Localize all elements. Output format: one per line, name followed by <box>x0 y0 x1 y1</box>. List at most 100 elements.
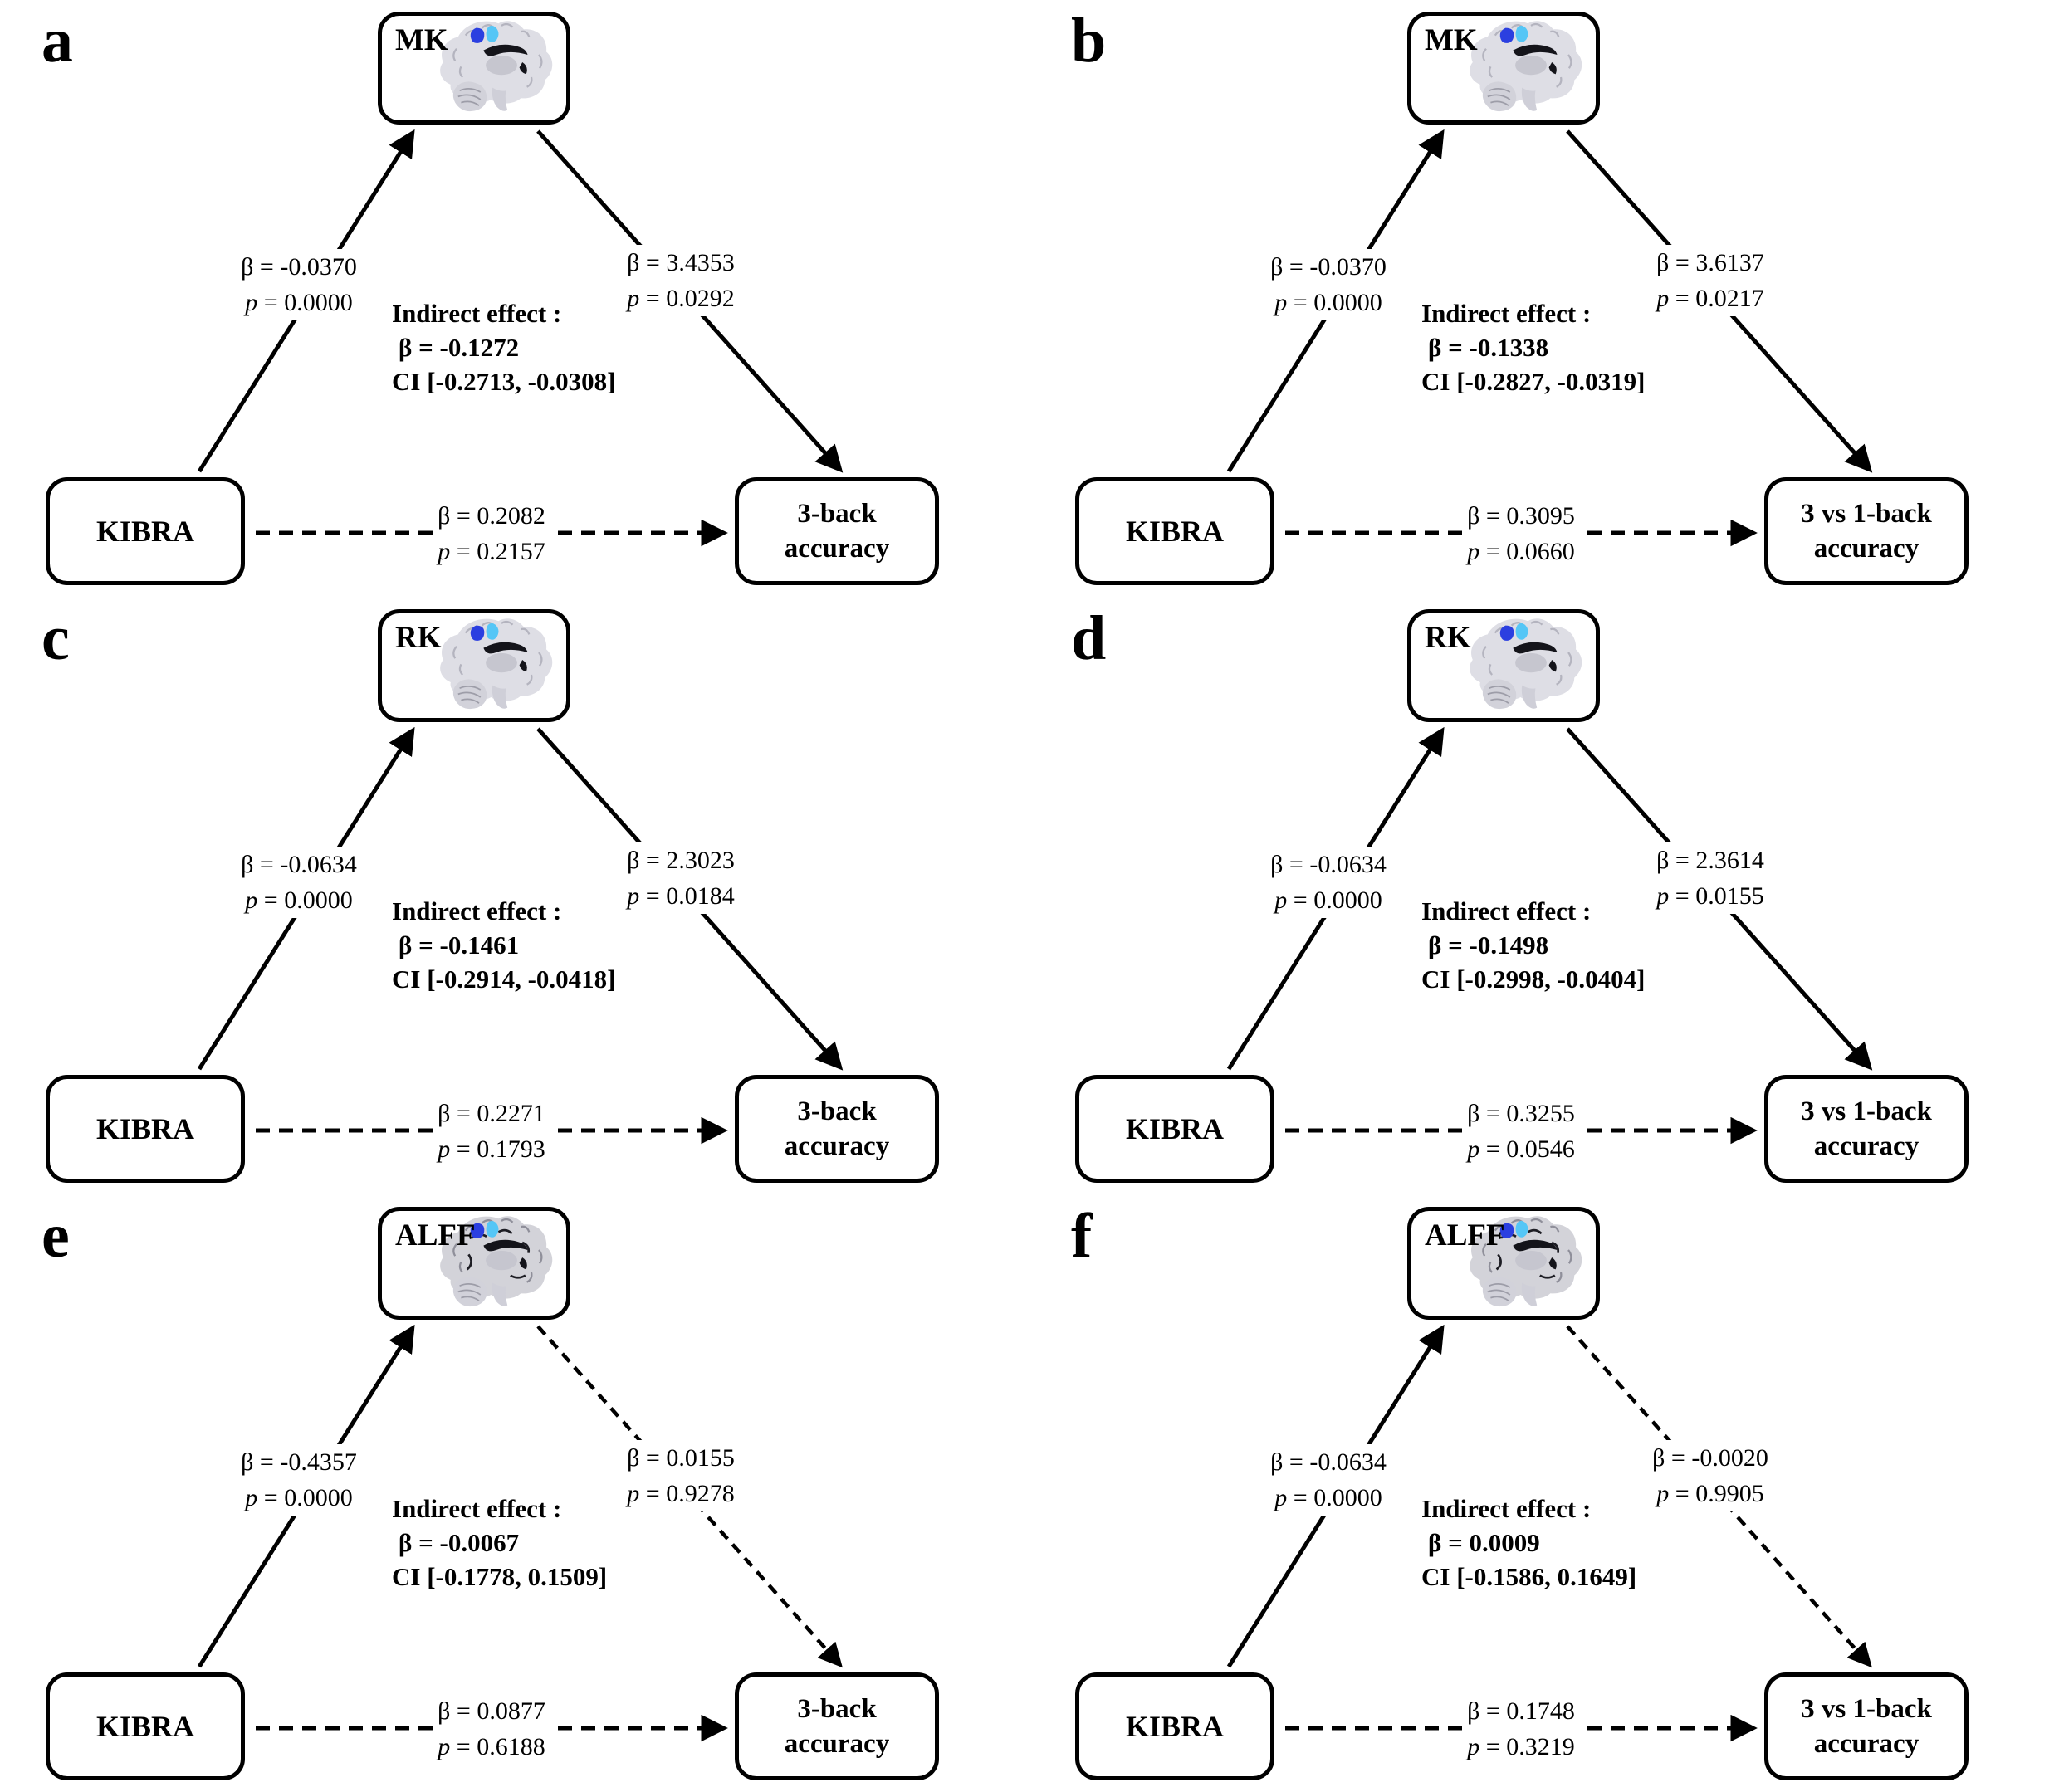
activation-cluster <box>486 1220 499 1238</box>
path-b-beta: β = -0.0020 <box>1647 1440 1773 1476</box>
path-a-stats: β = -0.0370 p = 0.0000 <box>195 249 403 320</box>
path-b-beta: β = 3.4353 <box>622 245 740 281</box>
brain-image <box>440 1216 553 1307</box>
path-b-beta: β = 3.6137 <box>1651 245 1769 281</box>
outcome-label-line2: accuracy <box>784 1131 890 1161</box>
direct-path-beta: β = 0.1748 <box>1462 1693 1580 1729</box>
outcome-label-line2: accuracy <box>1813 1729 1920 1759</box>
panel-letter: f <box>1071 1201 1093 1271</box>
predictor-label: KIBRA <box>1125 1112 1225 1145</box>
corpus-callosum <box>483 1239 528 1252</box>
path-a-beta: β = -0.0634 <box>1265 847 1391 882</box>
activation-cluster <box>1499 27 1514 43</box>
path-b-stats: β = 2.3023 p = 0.0184 <box>577 842 785 914</box>
corpus-callosum <box>483 642 528 654</box>
brain-image <box>440 21 553 112</box>
path-a-beta: β = -0.0370 <box>236 249 362 285</box>
path-b-stats: β = 3.6137 p = 0.0217 <box>1607 245 1814 316</box>
outcome-label-line1: 3-back <box>797 1096 877 1126</box>
corpus-callosum <box>483 44 528 56</box>
brainstem <box>492 1282 508 1306</box>
outcome-label-line2: accuracy <box>784 534 890 564</box>
brainstem <box>1521 1282 1538 1306</box>
path-b-beta: β = 2.3023 <box>622 842 740 878</box>
ventricle <box>519 62 527 75</box>
indirect-effect-title: Indirect effect : <box>1418 894 1595 928</box>
cerebellum <box>1482 1277 1517 1307</box>
mediator-node: MK <box>1407 12 1600 125</box>
path-b-pvalue: p = 0.0292 <box>622 281 740 316</box>
path-b-pvalue: p = 0.0217 <box>1651 281 1769 316</box>
predictor-label: KIBRA <box>95 1710 195 1743</box>
mediator-label: ALFF <box>1425 1218 1505 1252</box>
indirect-effect-block: Indirect effect : β = -0.1498 CI [-0.299… <box>1418 894 1649 996</box>
indirect-effect-block: Indirect effect : β = -0.1272 CI [-0.271… <box>389 296 619 398</box>
path-a-pvalue: p = 0.0000 <box>1269 285 1387 320</box>
path-a-pvalue: p = 0.0000 <box>240 285 358 320</box>
direct-path-pvalue: p = 0.2157 <box>433 534 550 569</box>
predictor-label: KIBRA <box>1125 515 1225 548</box>
cerebellum <box>452 81 487 112</box>
cerebellum-stripes <box>1487 88 1511 106</box>
outcome-label-line2: accuracy <box>1813 1131 1920 1161</box>
mediation-panel: f ALFF <box>1030 1195 2059 1792</box>
path-a-beta: β = -0.4357 <box>236 1444 362 1480</box>
direct-path-stats: β = 0.1748 p = 0.3219 <box>1430 1693 1612 1765</box>
direct-path-beta: β = 0.3095 <box>1462 498 1580 534</box>
cerebellum <box>452 1277 487 1307</box>
cerebellum <box>452 679 487 710</box>
path-b-stats: β = 2.3614 p = 0.0155 <box>1607 842 1814 914</box>
thalamus <box>486 55 517 76</box>
path-a-stats: β = -0.0370 p = 0.0000 <box>1225 249 1432 320</box>
ventricle <box>1548 62 1557 75</box>
outcome-node: 3-back accuracy <box>735 477 939 585</box>
indirect-effect-block: Indirect effect : β = -0.0067 CI [-0.177… <box>389 1492 611 1594</box>
direct-path-beta: β = 0.2082 <box>433 498 550 534</box>
ventricle <box>1548 1257 1557 1270</box>
path-a-stats: β = -0.0634 p = 0.0000 <box>195 847 403 918</box>
outcome-node: 3-back accuracy <box>735 1672 939 1780</box>
path-b-beta: β = 0.0155 <box>622 1440 740 1476</box>
path-b-beta: β = 2.3614 <box>1651 842 1769 878</box>
path-b-pvalue: p = 0.0184 <box>622 878 740 914</box>
indirect-effect-title: Indirect effect : <box>389 1492 565 1526</box>
indirect-effect-beta: β = -0.1498 <box>1418 928 1553 962</box>
thalamus <box>486 1250 517 1271</box>
outcome-label-line1: 3 vs 1-back <box>1801 1096 1932 1126</box>
brainstem <box>492 685 508 709</box>
indirect-effect-block: Indirect effect : β = -0.1461 CI [-0.291… <box>389 894 619 996</box>
mediator-node: ALFF <box>1407 1207 1600 1320</box>
corpus-callosum <box>1513 1239 1558 1252</box>
mediation-panel: c RK <box>0 598 1030 1195</box>
ventricle <box>519 1257 527 1270</box>
indirect-effect-ci: CI [-0.2998, -0.0404] <box>1418 962 1649 996</box>
cerebellum-stripes <box>1487 686 1511 704</box>
mediator-label: ALFF <box>395 1218 476 1252</box>
activation-cluster <box>470 27 485 43</box>
path-a-stats: β = -0.0634 p = 0.0000 <box>1225 847 1432 918</box>
outcome-label-line1: 3-back <box>797 499 877 529</box>
outcome-node: 3 vs 1-back accuracy <box>1764 477 1969 585</box>
direct-path-beta: β = 0.3255 <box>1462 1096 1580 1131</box>
mediation-panel: e ALFF <box>0 1195 1030 1792</box>
predictor-node: KIBRA <box>1075 477 1274 585</box>
predictor-node: KIBRA <box>46 477 245 585</box>
predictor-label: KIBRA <box>95 1112 195 1145</box>
cerebellum-stripes <box>1487 1283 1511 1301</box>
predictor-node: KIBRA <box>1075 1672 1274 1780</box>
path-a-beta: β = -0.0634 <box>236 847 362 882</box>
thalamus <box>1515 55 1547 76</box>
path-b-pvalue: p = 0.9905 <box>1651 1476 1769 1511</box>
path-a-beta: β = -0.0370 <box>1265 249 1391 285</box>
indirect-effect-ci: CI [-0.1778, 0.1509] <box>389 1560 611 1594</box>
indirect-effect-beta: β = 0.0009 <box>1418 1526 1543 1560</box>
mediation-panel: d RK <box>1030 598 2059 1195</box>
indirect-effect-title: Indirect effect : <box>1418 1492 1595 1526</box>
thalamus <box>486 652 517 673</box>
cerebellum-stripes <box>457 1283 482 1301</box>
brain-image <box>1470 1216 1582 1307</box>
activation-cluster <box>486 25 499 42</box>
activation-cluster <box>1515 623 1528 640</box>
mediation-panel: b MK <box>1030 0 2059 598</box>
